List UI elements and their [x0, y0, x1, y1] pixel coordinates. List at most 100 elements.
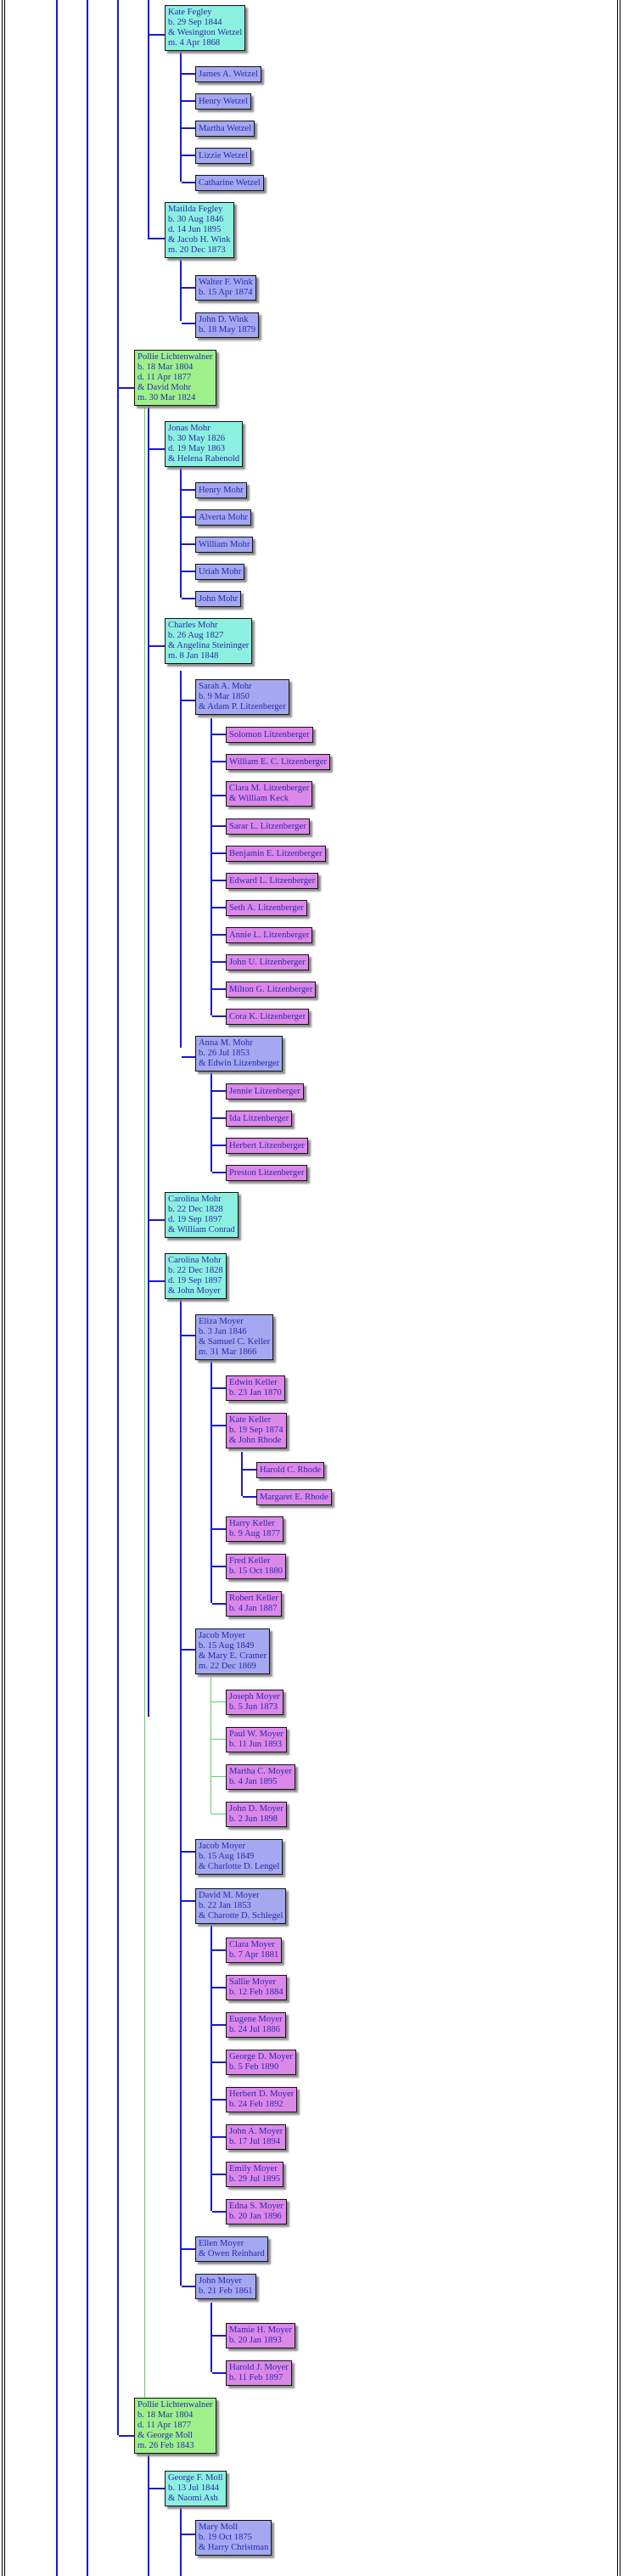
- person-henry-wetzel[interactable]: Henry Wetzel: [195, 93, 252, 110]
- person-annie-litzenberger[interactable]: Annie L. Litzenberger: [226, 927, 313, 943]
- person-name: Ida Litzenberger: [229, 1114, 289, 1123]
- person-martha-wetzel[interactable]: Martha Wetzel: [195, 121, 255, 137]
- tick-line: [149, 645, 165, 647]
- tick-line: [212, 1172, 226, 1173]
- person-preston-litzenberger[interactable]: Preston Litzenberger: [226, 1165, 308, 1181]
- person-ellen-moyer[interactable]: Ellen Moyer& Owen Reinhard: [195, 2236, 268, 2262]
- spine-line: [241, 1452, 243, 1496]
- person-seth-litzenberger[interactable]: Seth A. Litzenberger: [226, 900, 307, 916]
- tick-line: [149, 34, 165, 36]
- person-james-wetzel[interactable]: James A. Wetzel: [195, 66, 261, 82]
- spine-line: [56, 0, 58, 2576]
- tick-line: [149, 238, 165, 239]
- tick-line: [182, 127, 195, 129]
- person-benjamin-litzenberger[interactable]: Benjamin E. Litzenberger: [226, 846, 326, 862]
- person-uriah-mohr[interactable]: Uriah Mohr: [195, 564, 245, 580]
- person-ida-litzenberger[interactable]: Ida Litzenberger: [226, 1111, 293, 1127]
- tick-line: [182, 489, 195, 491]
- person-john-u-litzenberger[interactable]: John U. Litzenberger: [226, 954, 309, 970]
- tick-line: [119, 2435, 134, 2437]
- tick-line: [149, 1219, 165, 1221]
- person-william-litzenberger[interactable]: William E. C. Litzenberger: [226, 754, 330, 770]
- person-william-mohr[interactable]: William Mohr: [195, 537, 254, 553]
- tick-line: [182, 598, 195, 599]
- person-jennie-litzenberger[interactable]: Jennie Litzenberger: [226, 1083, 304, 1100]
- person-herbert-litzenberger[interactable]: Herbert Litzenberger: [226, 1138, 308, 1154]
- person-name: Joseph Moyer: [229, 1692, 280, 1701]
- person-name: Solomon Litzenberger: [229, 730, 310, 740]
- person-detail: b. 11 Feb 1897: [229, 2373, 283, 2382]
- person-solomon-litzenberger[interactable]: Solomon Litzenberger: [226, 727, 313, 743]
- tick-line: [212, 734, 226, 735]
- person-detail: & Jacob H. Wink: [168, 235, 231, 245]
- person-detail: & Owen Reinhard: [199, 2249, 265, 2258]
- spine-line: [180, 1294, 182, 2286]
- person-margaret-rhode[interactable]: Margaret E. Rhode: [256, 1489, 332, 1505]
- person-detail: b. 4 Jan 1895: [229, 1777, 278, 1786]
- person-name: John D. Wink: [199, 315, 249, 324]
- person-detail: b. 15 Aug 1849: [199, 1852, 255, 1861]
- person-name: Edwin Keller: [229, 1378, 278, 1387]
- person-edward-litzenberger[interactable]: Edward L. Litzenberger: [226, 873, 319, 889]
- person-milton-litzenberger[interactable]: Milton G. Litzenberger: [226, 981, 317, 998]
- person-sarar-litzenberger[interactable]: Sarar L. Litzenberger: [226, 818, 310, 835]
- frame-border-left-inner: [4, 0, 5, 2576]
- tick-line: [182, 571, 195, 572]
- person-name: George D. Moyer: [229, 2052, 293, 2061]
- person-john-mohr[interactable]: John Mohr: [195, 591, 242, 607]
- person-clara-litzenberger[interactable]: Clara M. Litzenberger& William Keck: [226, 781, 313, 807]
- person-cora-litzenberger[interactable]: Cora K. Litzenberger: [226, 1009, 310, 1025]
- person-lizzie-wetzel[interactable]: Lizzie Wetzel: [195, 148, 252, 164]
- person-harold-rhode[interactable]: Harold C. Rhode: [256, 1462, 325, 1478]
- tick-line: [119, 387, 134, 389]
- person-detail: & William Keck: [229, 794, 289, 803]
- person-catharine-wetzel[interactable]: Catharine Wetzel: [195, 175, 264, 191]
- person-detail: m. 31 Mar 1866: [199, 1347, 257, 1357]
- person-detail: d. 19 Sep 1897: [168, 1276, 222, 1285]
- person-detail: & Mary E. Cramer: [199, 1651, 267, 1661]
- person-alverta-mohr[interactable]: Alverta Mohr: [195, 509, 251, 526]
- person-henry-mohr[interactable]: Henry Mohr: [195, 482, 247, 498]
- person-detail: b. 4 Jan 1887: [229, 1604, 278, 1613]
